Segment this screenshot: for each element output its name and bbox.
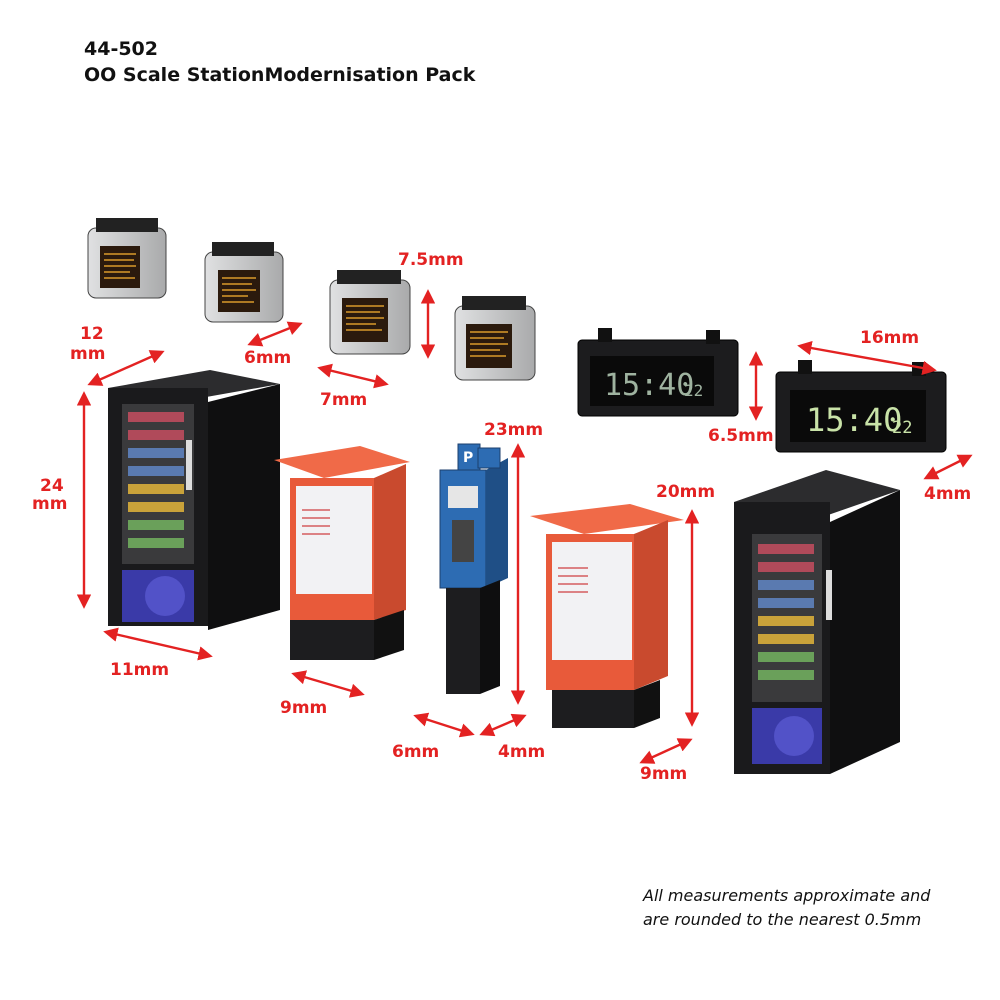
ticket-depth-arrow — [639, 738, 693, 764]
dimension-arrows — [76, 289, 973, 764]
board-width-label: 7mm — [320, 390, 368, 410]
clock-2-seconds: 22 — [892, 418, 912, 438]
clock-1-time: 15:40 — [604, 368, 694, 403]
vending-depth-label-line1: 12 — [80, 324, 104, 344]
board-width-arrow — [317, 363, 389, 389]
meter-width-label: 6mm — [392, 742, 440, 762]
clock-width-arrow — [797, 340, 937, 376]
digital-clock-2: 15:40 22 — [775, 360, 947, 453]
clock-depth-label: 4mm — [924, 484, 972, 504]
product-code: 44-502 — [84, 38, 158, 60]
product-title: OO Scale StationModernisation Pack — [84, 64, 476, 86]
departure-board-1 — [87, 218, 167, 299]
meter-depth-arrow — [479, 713, 527, 737]
vending-width-arrow — [103, 627, 213, 661]
ticket-height-label: 20mm — [656, 482, 716, 502]
ticket-depth-label: 9mm — [640, 764, 688, 784]
departure-board-4 — [454, 296, 536, 381]
clock-height-label: 6.5mm — [708, 426, 774, 446]
ticket-width-arrow — [291, 670, 365, 698]
ticket-machine-2 — [530, 504, 684, 728]
footnote-line-2: are rounded to the nearest 0.5mm — [643, 910, 922, 929]
meter-depth-label: 4mm — [498, 742, 546, 762]
parking-meter: P — [439, 443, 508, 694]
vending-depth-arrow — [87, 350, 165, 386]
digital-clock-1: 15:40 22 — [577, 328, 739, 417]
parking-sign-letter: P — [463, 450, 473, 466]
clock-width-label: 16mm — [860, 328, 920, 348]
ticket-width-label: 9mm — [280, 698, 328, 718]
clock-1-seconds: 22 — [684, 381, 703, 400]
board-height-label: 7.5mm — [398, 250, 464, 270]
vending-width-label: 11mm — [110, 660, 170, 680]
ticket-machine-1 — [274, 446, 410, 660]
vending-depth-label-line2: mm — [70, 344, 106, 364]
departure-board-3 — [329, 270, 411, 355]
departure-board-2 — [204, 242, 284, 323]
clock-2-time: 15:40 — [806, 401, 902, 439]
vending-machine-2 — [734, 470, 900, 774]
footnote-line-1: All measurements approximate and — [643, 886, 931, 905]
vending-height-label-line1: 24 — [40, 476, 64, 496]
board-depth-arrow — [247, 321, 303, 347]
vending-machine-1 — [108, 370, 280, 630]
vending-height-label-line2: mm — [32, 494, 68, 514]
meter-width-arrow — [413, 712, 475, 738]
meter-height-label: 23mm — [484, 420, 544, 440]
clock-depth-arrow — [923, 454, 973, 480]
board-depth-label: 6mm — [244, 348, 292, 368]
